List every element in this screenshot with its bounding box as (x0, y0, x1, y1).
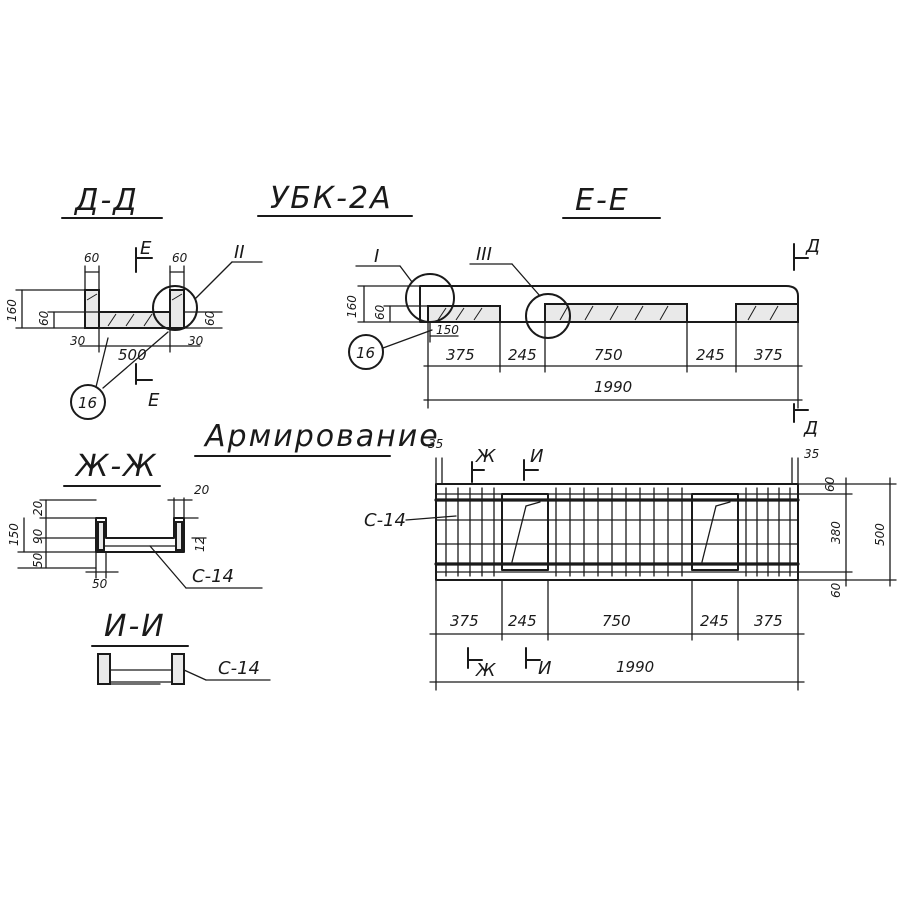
plan-dim-right-offset: 35 (804, 447, 819, 461)
dd-dim-left-bottom: 30 (70, 334, 86, 348)
ee-cut-d: Д (805, 236, 820, 257)
reinforcement-plan: С-14 Ж И 35 35 60 380 60 500 (364, 437, 897, 691)
zhzh-dim-top-left: 20 (31, 500, 45, 516)
drawing-title: УБК-2А (270, 181, 393, 216)
dd-cut-e-top: Е (140, 238, 152, 259)
ee-seg-1: 375 (446, 346, 475, 364)
ee-dim-height: 160 (345, 295, 359, 318)
ee-dim-node-offset: 150 (436, 323, 459, 337)
plan-dim-side-total: 500 (873, 523, 887, 546)
section-ii: С-14 (97, 653, 271, 685)
dd-node-label: 16 (78, 394, 97, 412)
ee-segment-dims: 375 245 750 245 375 1990 (423, 321, 803, 409)
zhzh-dim-total-height: 150 (7, 523, 21, 546)
section-zhzh: 20 12 20 150 90 50 50 С-14 (7, 483, 263, 591)
section-label-ii: И-И (104, 609, 166, 644)
transverse-bars (445, 487, 791, 577)
dd-cut-e-bottom: Е (148, 390, 160, 411)
plan-seg-4: 245 (700, 612, 729, 630)
plan-cut-zh-top: Ж (475, 446, 496, 467)
ee-total: 1990 (594, 378, 632, 396)
ee-seg-4: 245 (696, 346, 725, 364)
ee-callout-iii: III (476, 244, 492, 265)
zhzh-dim-bottom: 50 (31, 552, 45, 568)
dd-dim-slab-height: 60 (37, 310, 51, 326)
plan-total: 1990 (616, 658, 654, 676)
dd-dim-total-height: 160 (5, 299, 19, 322)
plan-segment-dims: 375 245 750 245 375 1990 (429, 579, 805, 691)
ee-seg-2: 245 (508, 346, 537, 364)
plan-cut-zh-bottom: Ж (475, 660, 496, 681)
section-label-ee: Е-Е (575, 183, 630, 218)
dd-dim-left-flange: 60 (84, 251, 100, 265)
dd-dim-right-side: 60 (203, 310, 217, 326)
dd-callout-ii: II (234, 242, 245, 263)
plan-seg-3: 750 (602, 612, 631, 630)
section-label-zhzh: Ж-Ж (74, 449, 157, 484)
ee-node-label: 16 (356, 344, 375, 362)
plan-cut-i-bottom: И (538, 658, 551, 679)
ee-cut-d-bottom: Д (803, 418, 818, 439)
zhzh-dim-right-gap: 12 (193, 537, 207, 552)
plan-seg-5: 375 (754, 612, 783, 630)
dd-dim-right-bottom: 30 (188, 334, 204, 348)
plan-cut-i-top: И (530, 446, 543, 467)
section-ee: Д 160 60 I III 150 16 (345, 236, 820, 439)
ee-seg-3: 750 (594, 346, 623, 364)
zhzh-dim-top-right: 20 (194, 483, 210, 497)
zhzh-dim-inner-height: 90 (31, 528, 45, 544)
ee-dim-slab: 60 (373, 304, 387, 320)
plan-dim-side-mid: 380 (829, 521, 843, 544)
plan-seg-2: 245 (508, 612, 537, 630)
plan-seg-1: 375 (450, 612, 479, 630)
ii-mesh-label: С-14 (218, 658, 260, 679)
plan-dim-left-offset: 35 (428, 437, 443, 451)
section-dd: 60 60 Е 160 60 60 30 30 500 Е (5, 238, 263, 420)
plan-mesh-label: С-14 (364, 510, 406, 531)
dd-dim-right-flange: 60 (172, 251, 188, 265)
plan-dim-side-bottom: 60 (829, 582, 843, 598)
zhzh-mesh-label: С-14 (192, 566, 234, 587)
dd-dim-width: 500 (118, 346, 147, 364)
plan-dim-side-top: 60 (823, 476, 837, 492)
ee-seg-5: 375 (754, 346, 783, 364)
zhzh-dim-base: 50 (92, 577, 108, 591)
section-label-dd: Д-Д (73, 183, 139, 218)
reinforcement-title: Армирование (203, 419, 440, 454)
ee-callout-i: I (374, 246, 379, 267)
